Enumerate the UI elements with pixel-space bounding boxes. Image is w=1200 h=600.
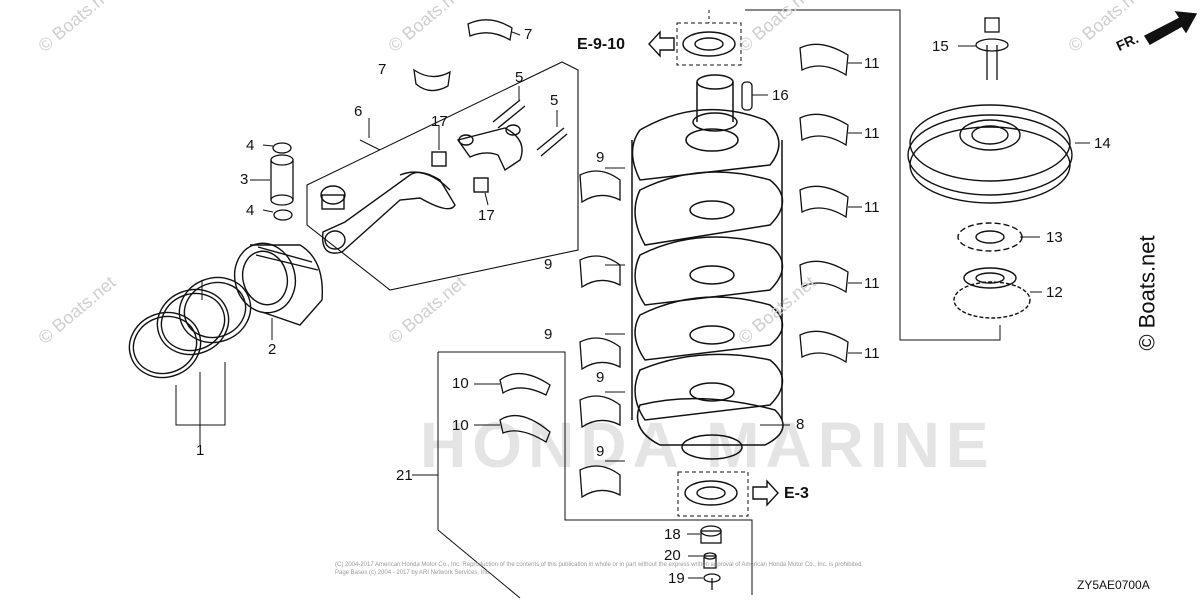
diagram-code: ZY5AE0700A	[1077, 578, 1150, 592]
label-part-3: 3	[240, 171, 249, 188]
label-part-12: 12	[1046, 284, 1063, 301]
flange-bolt	[958, 17, 1009, 80]
key	[741, 81, 768, 111]
label-part-10-lower: 10	[452, 417, 469, 434]
label-part-18: 18	[664, 526, 681, 543]
sprocket	[957, 222, 1040, 252]
label-part-14: 14	[1094, 135, 1111, 152]
label-part-11-c: 11	[864, 199, 880, 216]
arrow-right-icon	[752, 479, 779, 507]
front-arrow-icon	[1144, 11, 1198, 45]
piston-pin	[250, 142, 294, 221]
thrust-washers	[499, 373, 551, 443]
label-part-7-top: 7	[524, 26, 533, 43]
label-part-5-right: 5	[550, 92, 559, 109]
reference-arrows	[648, 11, 1198, 507]
connecting-rod	[320, 86, 568, 254]
label-part-11-e: 11	[864, 345, 880, 362]
main-bearings-left	[579, 170, 621, 499]
leader-lines	[201, 62, 862, 476]
label-part-1: 1	[196, 442, 205, 459]
label-part-17-lower: 17	[478, 207, 495, 224]
reference-upper[interactable]: E-9-10	[577, 36, 626, 53]
reference-lower[interactable]: E-3	[784, 485, 809, 502]
label-part-16: 16	[772, 87, 789, 104]
crankshaft	[631, 74, 784, 460]
label-part-9-e: 9	[596, 443, 605, 460]
timing-gear	[953, 267, 1042, 319]
piston-rings	[128, 276, 252, 445]
label-part-11-b: 11	[864, 125, 880, 142]
arrow-left-icon	[648, 30, 675, 58]
label-part-9-c: 9	[544, 326, 553, 343]
label-part-11-a: 11	[864, 55, 880, 72]
label-part-9-a: 9	[596, 149, 605, 166]
flywheel	[907, 104, 1090, 204]
label-part-4-lower: 4	[246, 202, 255, 219]
gear-bracket	[745, 9, 1001, 341]
main-bearings-right	[799, 43, 849, 364]
bottom-small-parts	[687, 525, 722, 590]
label-part-6: 6	[354, 103, 363, 120]
label-part-5-left: 5	[515, 69, 524, 86]
label-part-21: 21	[396, 467, 413, 484]
rod-bearings	[413, 19, 521, 92]
oil-seal-box-top	[676, 22, 742, 66]
watermark-vertical: © Boats.net	[1134, 235, 1160, 351]
label-part-2: 2	[268, 341, 277, 358]
oil-seals	[682, 31, 738, 506]
assembly-frames	[306, 9, 1001, 599]
rod-assembly-frame	[306, 61, 579, 291]
label-part-4-upper: 4	[246, 137, 255, 154]
label-part-19: 19	[668, 570, 685, 587]
oil-seal-box-bottom	[677, 471, 749, 517]
label-part-11-d: 11	[864, 275, 880, 292]
copyright-notice: (C) 2004-2017 American Honda Motor Co., …	[335, 562, 863, 576]
label-part-9-d: 9	[596, 369, 605, 386]
label-part-20: 20	[664, 547, 681, 564]
piston	[233, 242, 324, 340]
label-part-8: 8	[796, 416, 805, 433]
bearing-kit-frame	[438, 351, 753, 595]
label-part-7-mid: 7	[378, 61, 387, 78]
label-part-10-upper: 10	[452, 375, 469, 392]
label-part-15: 15	[932, 38, 949, 55]
label-part-17-upper: 17	[431, 113, 448, 130]
label-part-13: 13	[1046, 229, 1063, 246]
label-part-9-b: 9	[544, 256, 553, 273]
